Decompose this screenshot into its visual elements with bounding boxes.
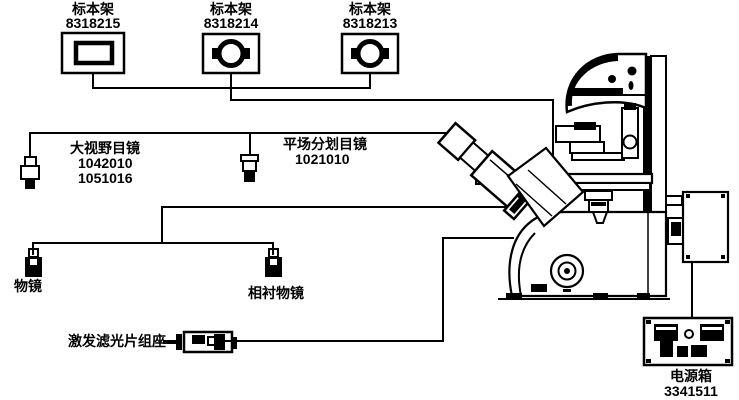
eyepiece-line	[29, 132, 447, 157]
specimen-holder-2-icon	[201, 32, 261, 75]
objective-icon	[25, 248, 42, 277]
power-box-part-no: 3341511	[664, 383, 718, 399]
focus-knob	[549, 253, 585, 292]
plan-reticle-eyepiece-part-no: 1021010	[295, 151, 350, 167]
wide-field-eyepiece-icon	[20, 156, 40, 189]
specimen-holder-2-part-no: 8318214	[203, 15, 259, 31]
specimen-to-stage-line	[230, 73, 554, 174]
phase-contrast-objective-icon	[265, 248, 282, 277]
power-box-icon	[642, 316, 734, 367]
microscope-body	[508, 210, 668, 298]
lamp-housing	[681, 190, 730, 264]
specimen-holder-1-icon	[60, 31, 126, 75]
specimen-holder-1-label: 标本架	[72, 1, 114, 17]
specimen-holder-3-label: 标本架	[349, 1, 391, 17]
filter-block-label: 激发滤光片组座	[68, 333, 166, 349]
wide-field-eyepiece-label: 大视野目镜	[70, 140, 140, 156]
condenser-pillar	[621, 107, 639, 159]
microscope-column	[650, 55, 667, 215]
plan-reticle-eyepiece-icon	[240, 154, 259, 182]
plan-reticle-eyepiece-label: 平场分划目镜	[283, 136, 367, 152]
prism-housing	[506, 146, 585, 228]
objective-to-nosepiece-line	[161, 206, 506, 243]
wide-field-eyepiece-part-no-1: 1042010	[78, 155, 133, 171]
phase-contrast-objective-label: 相衬物镜	[248, 285, 304, 301]
specimen-holder-3-icon	[340, 32, 400, 75]
power-box-label: 电源箱	[670, 368, 712, 384]
microscope-illustration	[436, 52, 730, 300]
specimen-holder-2-label: 标本架	[210, 1, 252, 17]
specimen-holder-1-part-no: 8318215	[65, 15, 121, 31]
filter-block-line	[224, 237, 514, 342]
wide-field-eyepiece-part-no-2: 1051016	[78, 170, 133, 186]
objective-bus-line	[32, 242, 274, 255]
objective-label: 物镜	[14, 278, 42, 294]
specimen-holder-3-part-no: 8318213	[342, 15, 398, 31]
filter-block-icon	[163, 330, 237, 354]
